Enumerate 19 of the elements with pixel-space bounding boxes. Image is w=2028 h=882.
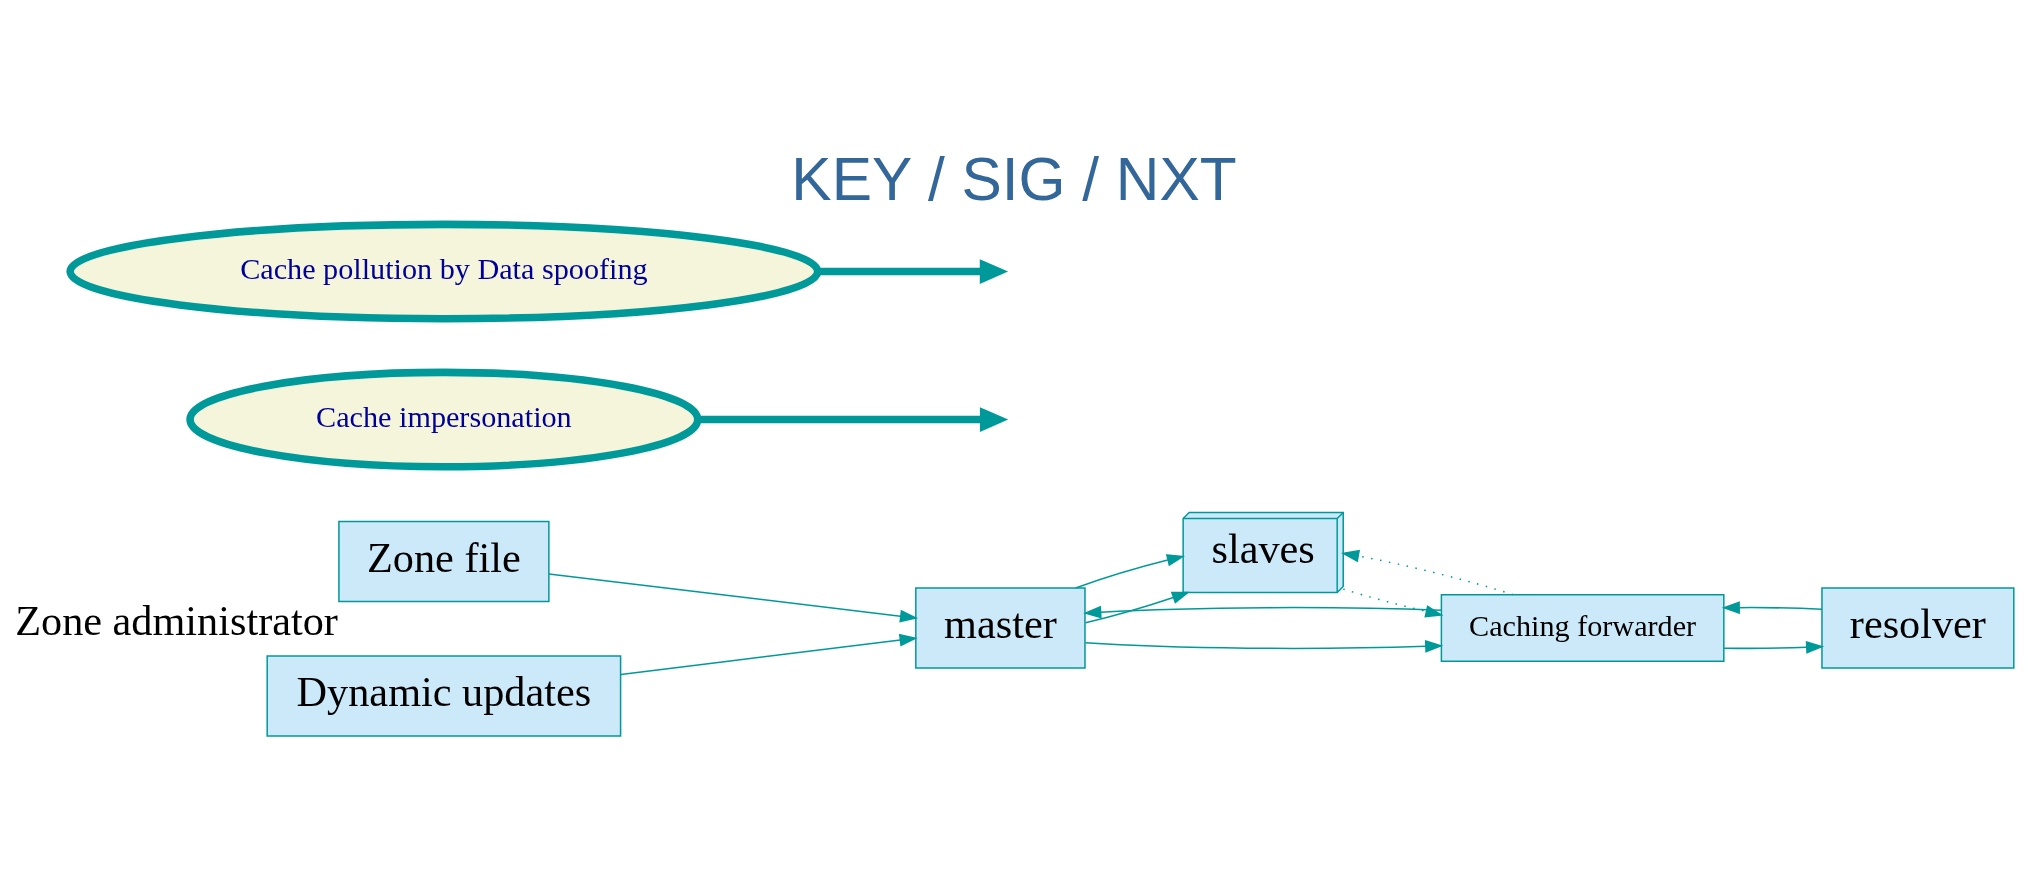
arrow (1721, 601, 1823, 614)
arrow (1084, 639, 1444, 653)
arrow (1074, 554, 1185, 589)
diagram-title: KEY / SIG / NXT (791, 145, 1237, 214)
arrow (1723, 640, 1825, 654)
arrow (1084, 591, 1190, 624)
node-ellipse: Cache pollution by Data spoofing (66, 220, 822, 323)
node-label: Zone administrator (15, 597, 338, 645)
arrow (818, 259, 1009, 284)
node-box: Caching forwarder (1440, 594, 1725, 662)
arrow (698, 407, 1009, 432)
arrow (548, 573, 919, 623)
node-box: Zone file (338, 520, 550, 603)
node-box: resolver (1821, 587, 2015, 669)
arrow (1341, 549, 1514, 596)
arrow (620, 633, 918, 676)
node-box: Dynamic updates (266, 655, 622, 737)
node-box: master (915, 587, 1086, 669)
node-ellipse: Cache impersonation (186, 368, 702, 471)
